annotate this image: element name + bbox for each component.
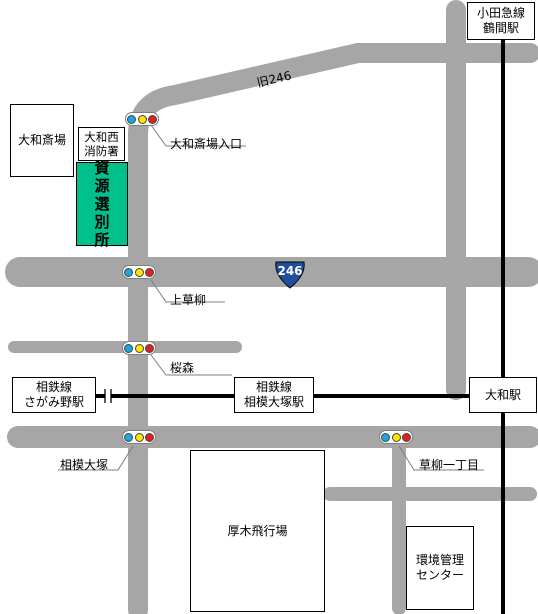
leader-kamikusayanagi: [150, 279, 225, 303]
atsugi-airfield-label: 厚木飛行場: [227, 523, 288, 538]
yamato-station-label: 大和駅: [484, 387, 521, 402]
fire-station-label-line2: 消防署: [84, 144, 119, 158]
traffic-signal-icon: [122, 265, 156, 279]
tsuruma-station-label: 鶴間駅: [482, 21, 519, 35]
leader-kusayanagi-itchome: [398, 445, 484, 471]
old-route-246-road: [128, 43, 368, 614]
signal-yellow-lamp: [134, 267, 144, 277]
signal-blue-lamp: [124, 267, 134, 277]
intersection-label-kusayanagi-itchome: 草柳一丁目: [419, 458, 480, 472]
signal-red-lamp: [147, 114, 157, 124]
traffic-signal-icon: [122, 341, 156, 355]
recycling-center-box: 資 源 選 別 所: [76, 159, 128, 249]
recycling-center-char-5: 所: [94, 231, 110, 249]
sagamino-station-label: さがみ野駅: [23, 395, 84, 409]
signal-yellow-lamp: [134, 343, 144, 353]
environment-center-label-line2: センター: [415, 568, 464, 582]
sagami-otsuka-station-label: 相模大塚駅: [243, 395, 304, 409]
tsuruma-station-box: 小田急線 鶴間駅: [467, 2, 535, 40]
environment-center-label-line1: 環境管理: [415, 553, 464, 567]
signal-blue-lamp: [124, 343, 134, 353]
signal-blue-lamp: [127, 114, 137, 124]
fire-station-label-line1: 大和西: [84, 130, 119, 144]
sotetsu-line-label-center: 相鉄線: [255, 380, 292, 394]
leader-yamato-saijo-iriguchi: [150, 124, 246, 147]
signal-yellow-lamp: [137, 114, 147, 124]
signal-red-lamp: [144, 267, 154, 277]
signal-blue-lamp: [124, 432, 134, 442]
intersection-label-sakuramori: 桜森: [170, 361, 195, 375]
yamato-station-box: 大和駅: [469, 377, 537, 413]
fire-station-box: 大和西 消防署: [78, 127, 125, 161]
environment-center-box: 環境管理 センター: [406, 526, 474, 610]
recycling-center-char-1: 資: [94, 159, 110, 177]
sagamino-station-box: 相鉄線 さがみ野駅: [12, 377, 96, 413]
route-shield-icon: [275, 261, 305, 289]
yamato-funeral-hall-label: 大和斎場: [17, 133, 66, 147]
signal-yellow-lamp: [134, 432, 144, 442]
route-246-shield: 246: [275, 261, 305, 289]
recycling-center-char-2: 源: [94, 177, 110, 195]
intersection-label-yamato-saijo-iriguchi: 大和斎場入口: [170, 137, 243, 151]
intersection-label-kamikusayanagi: 上草柳: [170, 293, 207, 307]
leader-sakuramori: [150, 354, 232, 376]
signal-blue-lamp: [381, 432, 391, 442]
yamato-funeral-hall-box: 大和斎場: [10, 104, 74, 177]
atsugi-airfield-box: 厚木飛行場: [190, 450, 325, 612]
leader-sagami-otsuka: [58, 445, 134, 471]
recycling-center-char-3: 選: [94, 195, 110, 213]
odakyu-line-label: 小田急線: [476, 6, 525, 20]
traffic-signal-icon: [125, 112, 159, 126]
route-246-number: 246: [277, 264, 302, 278]
recycling-center-char-4: 別: [94, 213, 110, 231]
sagami-otsuka-station-box: 相鉄線 相模大塚駅: [234, 377, 314, 413]
traffic-signal-icon: [122, 430, 156, 444]
signal-red-lamp: [144, 343, 154, 353]
traffic-signal-icon: [379, 430, 413, 444]
signal-yellow-lamp: [391, 432, 401, 442]
signal-red-lamp: [401, 432, 411, 442]
signal-red-lamp: [144, 432, 154, 442]
intersection-label-sagami-otsuka: 相模大塚: [60, 458, 109, 472]
label-leader-lines: [58, 124, 484, 471]
sotetsu-line-label-west: 相鉄線: [35, 380, 72, 394]
